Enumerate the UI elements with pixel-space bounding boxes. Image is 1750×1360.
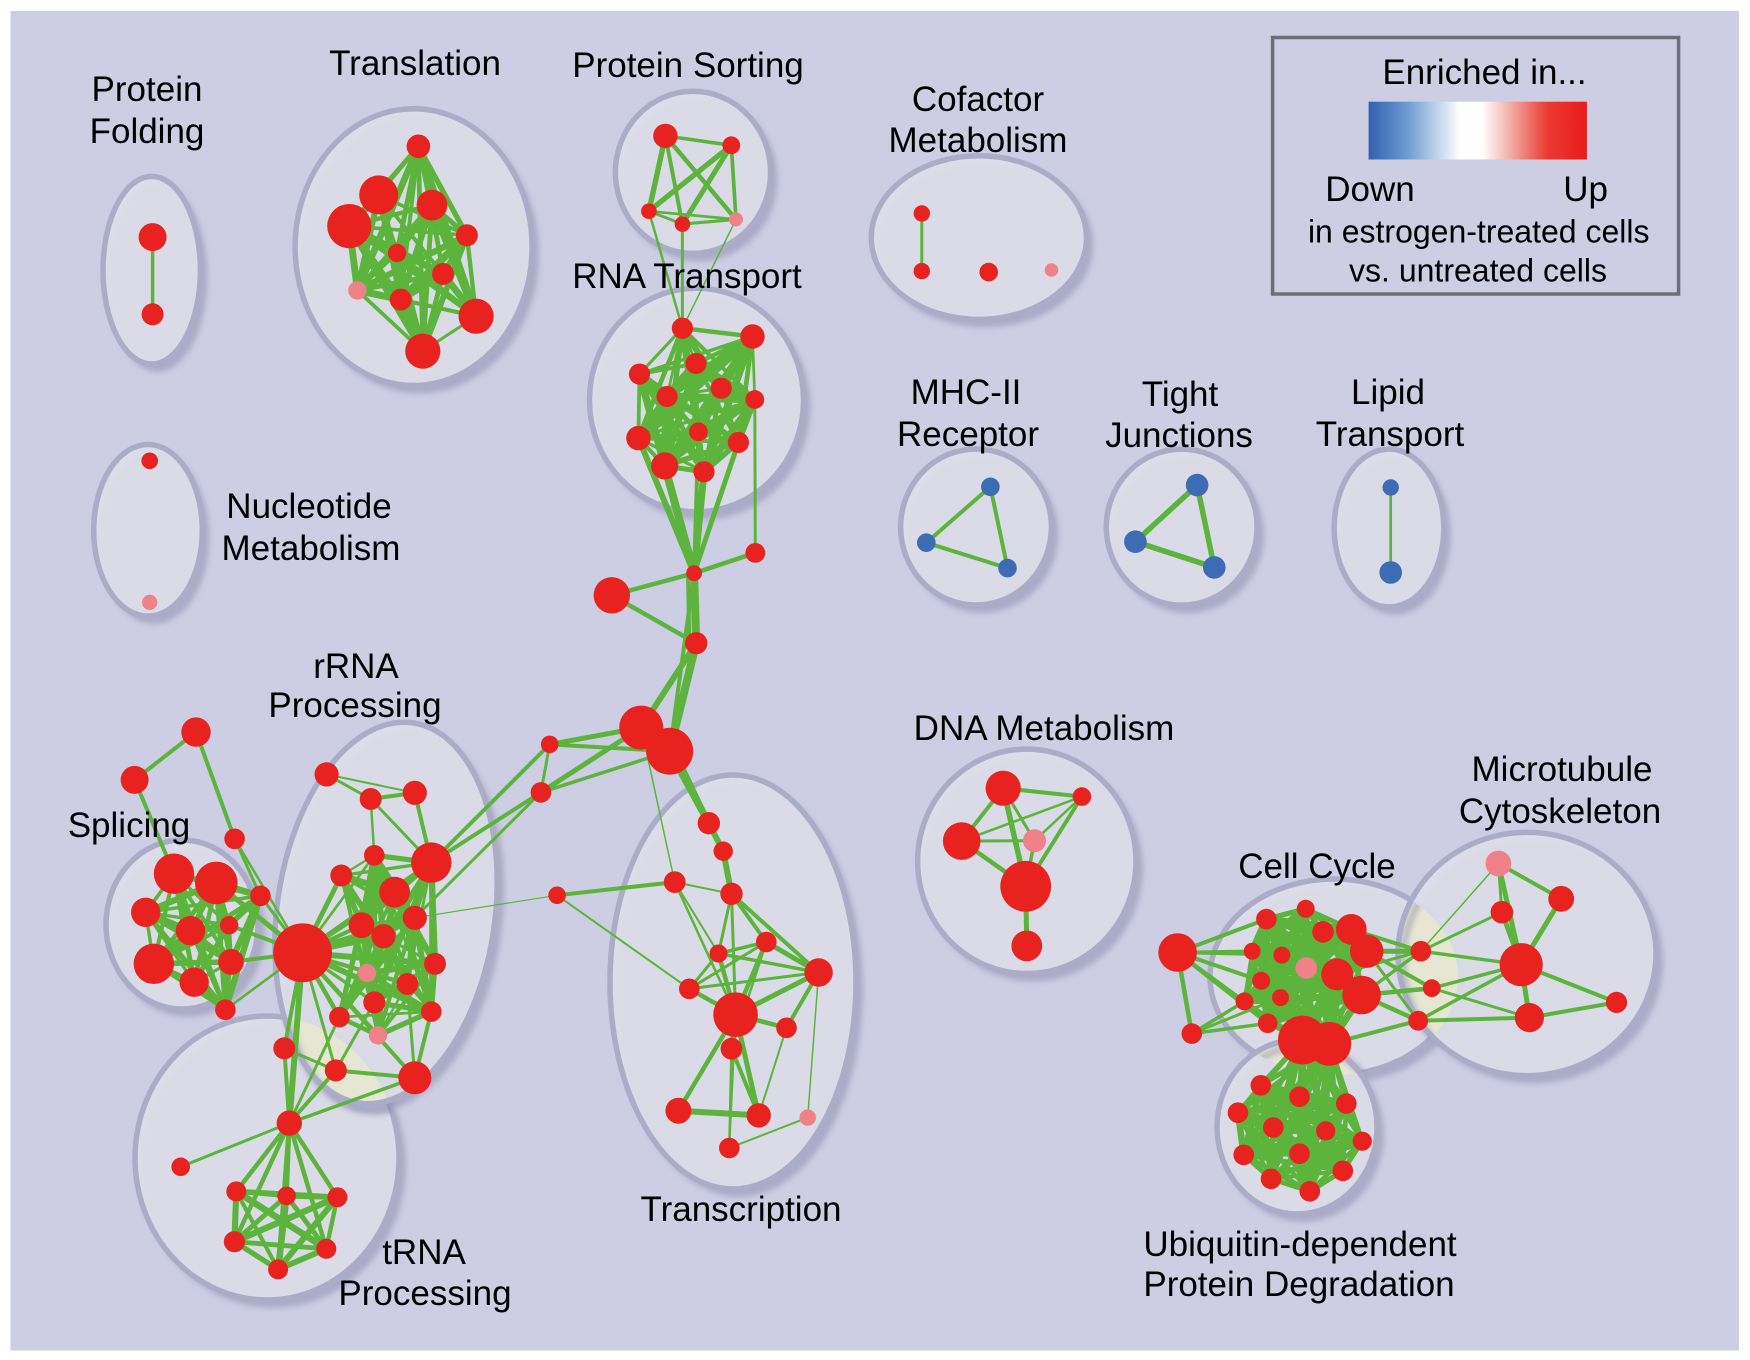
svg-text:Junctions: Junctions	[1105, 416, 1253, 455]
svg-text:Transcription: Transcription	[641, 1190, 842, 1229]
svg-text:Protein: Protein	[92, 70, 203, 109]
svg-text:vs. untreated cells: vs. untreated cells	[1349, 253, 1607, 289]
svg-text:Cofactor: Cofactor	[912, 80, 1045, 119]
svg-text:Receptor: Receptor	[897, 415, 1039, 454]
svg-text:tRNA: tRNA	[382, 1233, 466, 1272]
svg-text:Tight: Tight	[1142, 375, 1219, 414]
svg-text:Translation: Translation	[329, 44, 501, 83]
svg-text:Nucleotide: Nucleotide	[226, 487, 391, 526]
svg-text:Metabolism: Metabolism	[889, 121, 1068, 160]
svg-text:Protein Degradation: Protein Degradation	[1143, 1265, 1454, 1304]
svg-text:RNA Transport: RNA Transport	[572, 257, 802, 296]
svg-text:Folding: Folding	[90, 112, 205, 151]
svg-text:Protein Sorting: Protein Sorting	[572, 46, 804, 85]
svg-text:Microtubule: Microtubule	[1472, 750, 1653, 789]
svg-text:Lipid: Lipid	[1351, 373, 1425, 412]
svg-text:DNA Metabolism: DNA Metabolism	[914, 709, 1175, 748]
svg-text:Up: Up	[1563, 170, 1608, 209]
svg-text:Transport: Transport	[1316, 415, 1465, 454]
svg-text:Down: Down	[1325, 170, 1414, 209]
svg-text:MHC-II: MHC-II	[911, 373, 1022, 412]
svg-text:Ubiquitin-dependent: Ubiquitin-dependent	[1143, 1225, 1457, 1264]
svg-text:rRNA: rRNA	[313, 647, 399, 686]
svg-text:Processing: Processing	[268, 686, 441, 725]
svg-text:Cytoskeleton: Cytoskeleton	[1459, 792, 1661, 831]
svg-text:Enriched in...: Enriched in...	[1382, 53, 1586, 92]
svg-text:in estrogen-treated cells: in estrogen-treated cells	[1308, 214, 1650, 250]
svg-text:Metabolism: Metabolism	[222, 529, 401, 568]
svg-text:Splicing: Splicing	[68, 806, 191, 845]
svg-text:Cell Cycle: Cell Cycle	[1238, 847, 1396, 886]
svg-text:Processing: Processing	[338, 1274, 511, 1313]
